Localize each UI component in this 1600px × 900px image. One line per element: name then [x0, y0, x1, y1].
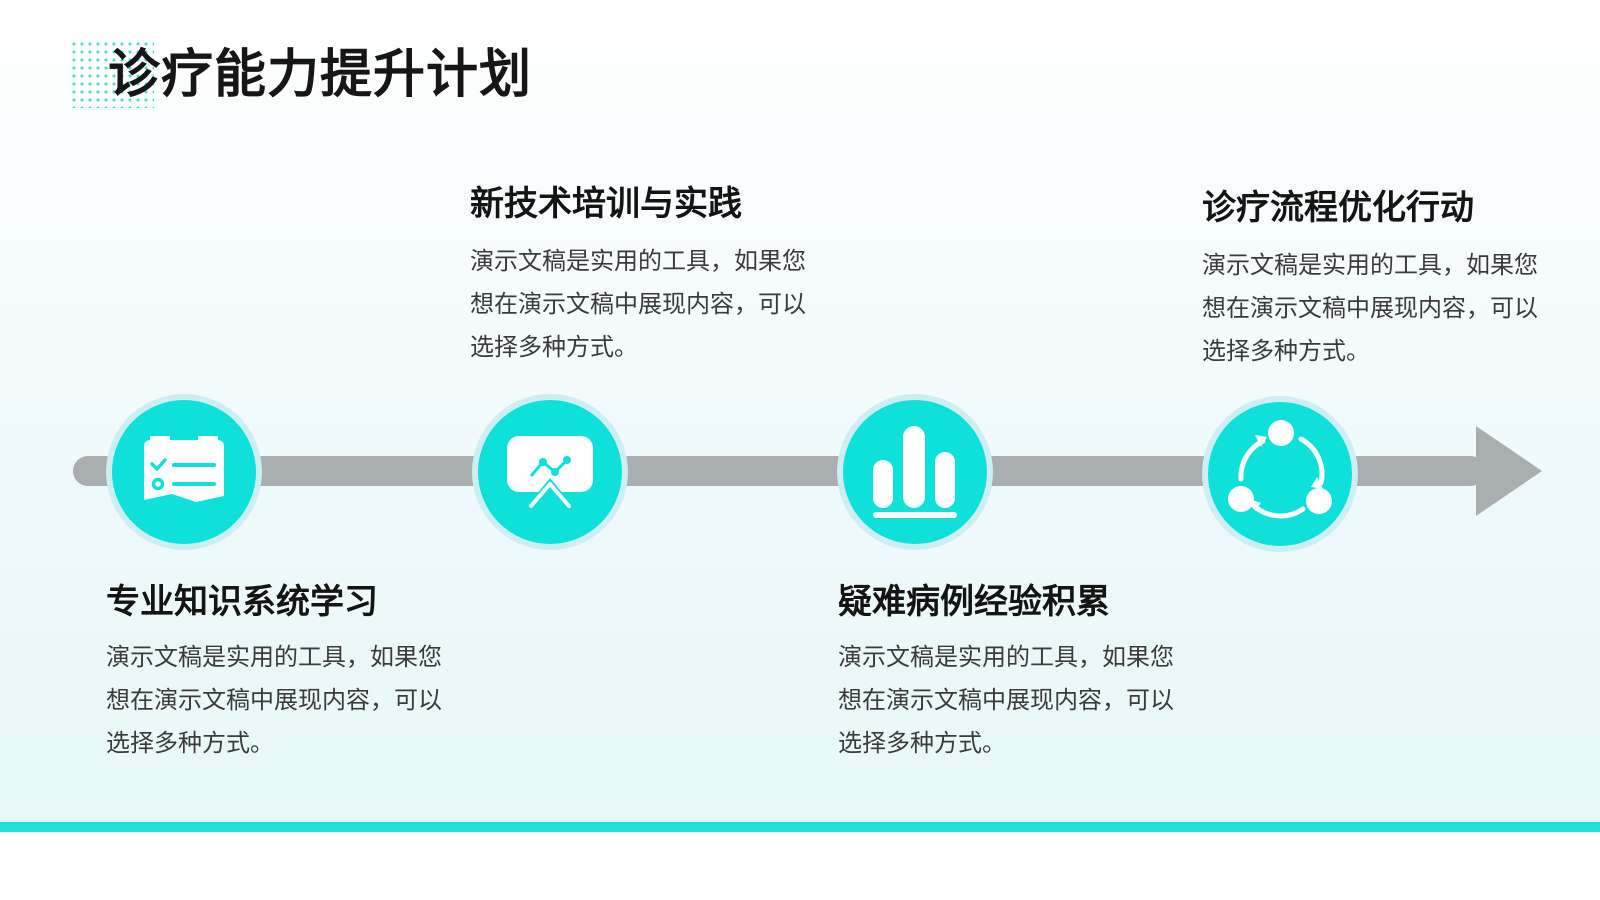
presentation-icon — [507, 436, 593, 508]
step-3-title: 疑难病例经验积累 — [838, 582, 1110, 622]
cycle-icon — [1228, 420, 1332, 519]
timeline-arrow-icon — [1476, 426, 1542, 516]
bottom-footer — [0, 832, 1600, 900]
step-2-icon-circle — [472, 394, 628, 550]
dot-pattern-decoration — [70, 40, 154, 108]
step-4-icon-circle — [1202, 396, 1358, 552]
step-1-desc: 演示文稿是实用的工具，如果您想在演示文稿中展现内容，可以选择多种方式。 — [106, 643, 442, 757]
step-1-icon-circle — [106, 394, 262, 550]
bottom-accent-bar — [0, 822, 1600, 832]
step-2-desc: 演示文稿是实用的工具，如果您想在演示文稿中展现内容，可以选择多种方式。 — [470, 247, 806, 361]
step-2-title: 新技术培训与实践 — [470, 184, 742, 224]
step-3-desc: 演示文稿是实用的工具，如果您想在演示文稿中展现内容，可以选择多种方式。 — [838, 643, 1174, 757]
step-4-title: 诊疗流程优化行动 — [1202, 188, 1474, 228]
checklist-icon — [144, 436, 224, 508]
step-1-title: 专业知识系统学习 — [106, 582, 378, 622]
bar-chart-icon — [873, 426, 957, 518]
page-title: 诊疗能力提升计划 — [108, 45, 533, 105]
step-3-icon-circle — [837, 394, 993, 550]
step-4-desc: 演示文稿是实用的工具，如果您想在演示文稿中展现内容，可以选择多种方式。 — [1202, 251, 1538, 365]
